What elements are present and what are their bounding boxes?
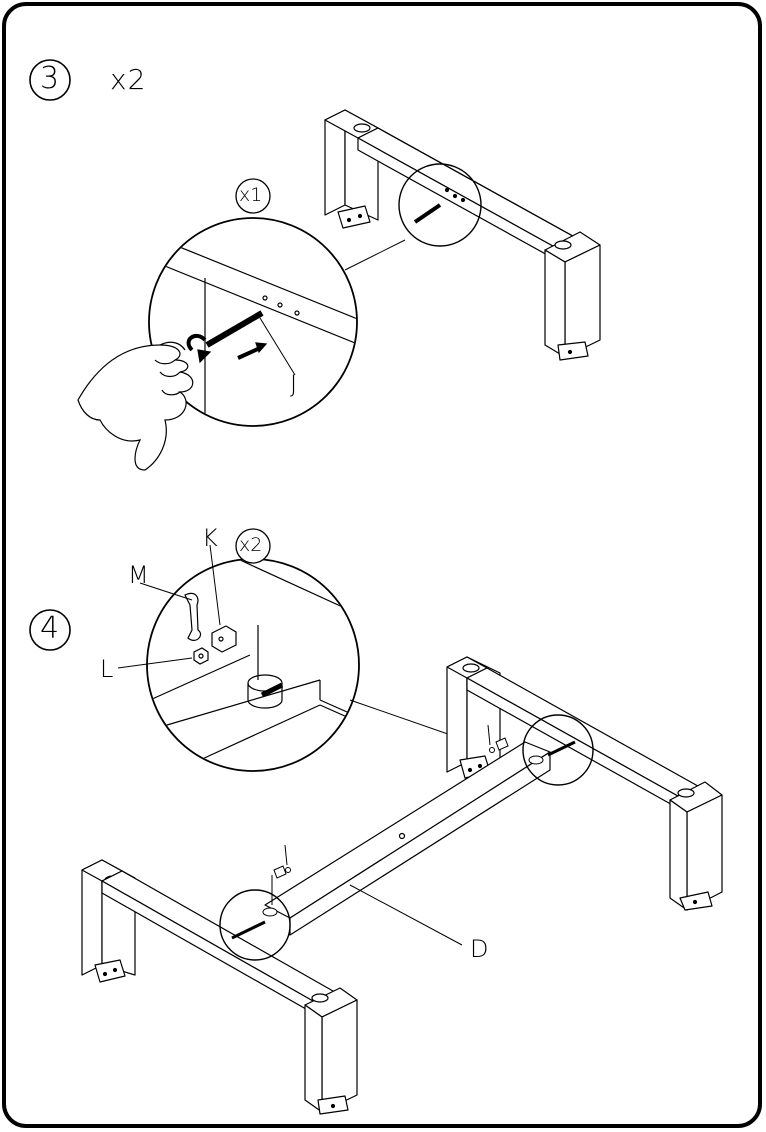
step3-number: 3 xyxy=(40,61,60,96)
part-label-k: K xyxy=(202,524,218,552)
step3-number-circle xyxy=(29,59,71,101)
step3-qty-badge xyxy=(235,178,271,214)
step4-front-leg-frame xyxy=(81,859,358,1115)
step3-quantity: x2 xyxy=(110,63,147,96)
part-label-l: L xyxy=(100,655,114,683)
part-label-m: M xyxy=(128,561,149,589)
step4-number: 4 xyxy=(40,611,60,646)
step4-number-circle xyxy=(29,609,71,651)
step3-zoom-circle xyxy=(148,217,358,427)
step4-qty-badge xyxy=(235,528,271,564)
joint-marker-back xyxy=(522,714,594,786)
beam-label-d: D xyxy=(470,935,489,963)
step3-detail-marker xyxy=(344,163,482,271)
step4-back-leg-frame xyxy=(446,656,723,911)
hand-illustration xyxy=(77,341,194,471)
step4-detail-quantity: x2 xyxy=(239,534,263,556)
hardware-back xyxy=(487,724,509,753)
step3-detail-quantity: x1 xyxy=(239,184,263,206)
step3-leg-frame xyxy=(324,109,601,361)
joint-marker-front xyxy=(219,889,291,961)
hardware-front xyxy=(271,844,291,905)
part-label-j: J xyxy=(290,370,298,398)
